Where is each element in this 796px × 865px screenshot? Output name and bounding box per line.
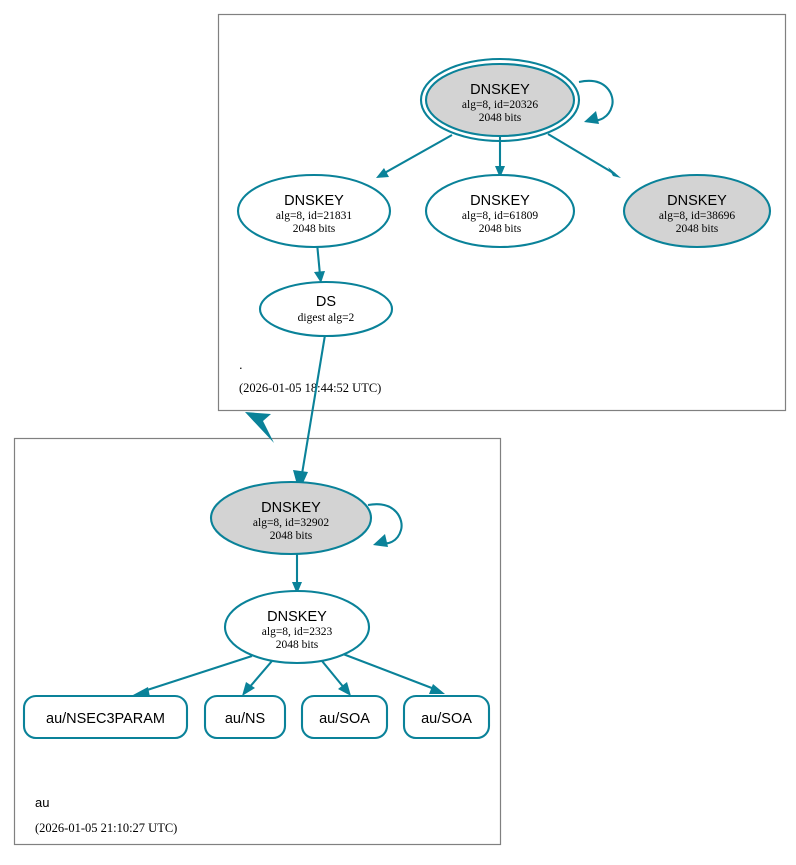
- arrowhead-root-ksk-self: [584, 111, 599, 124]
- node-title: DNSKEY: [470, 82, 530, 98]
- zone-label-au: au: [35, 795, 49, 810]
- edge-root-ksk-to-zsk-21831: [376, 134, 453, 178]
- node-subtitle-bits: 2048 bits: [676, 223, 719, 235]
- rrset-au-nsec3param[interactable]: au/NSEC3PARAM: [22, 694, 189, 740]
- node-subtitle-bits: 2048 bits: [479, 112, 522, 124]
- ksk-outer-ring: [419, 57, 581, 143]
- node-subtitle-bits: 2048 bits: [479, 223, 522, 235]
- edge-au-zsk-to-ns: [242, 660, 273, 696]
- node-au-zsk-2323[interactable]: DNSKEY alg=8, id=2323 2048 bits: [223, 589, 371, 665]
- edge-au-zsk-to-soa-2: [342, 653, 445, 694]
- zone-timestamp-root: (2026-01-05 18:44:52 UTC): [239, 381, 381, 395]
- arrowhead-zsk-61809: [495, 166, 505, 178]
- arrowhead-au-zsk: [292, 582, 302, 594]
- rrset-box: [402, 694, 491, 740]
- node-title: DNSKEY: [470, 193, 530, 209]
- node-subtitle-alg-id: alg=8, id=32902: [253, 517, 329, 529]
- node-subtitle-bits: 2048 bits: [276, 639, 319, 651]
- node-root-zsk-61809[interactable]: DNSKEY alg=8, id=61809 2048 bits: [424, 173, 576, 249]
- rrset-au-soa-2[interactable]: au/SOA: [402, 694, 491, 740]
- rrset-label: au/NSEC3PARAM: [46, 711, 165, 727]
- node-subtitle-alg-id: alg=8, id=2323: [262, 626, 333, 638]
- zsk-ellipse: [236, 173, 392, 249]
- edge-au-zsk-to-nsec3param: [133, 655, 253, 697]
- node-subtitle-bits: 2048 bits: [293, 223, 336, 235]
- node-title: DNSKEY: [267, 609, 327, 625]
- arrowhead-zsk-38696: [608, 167, 621, 178]
- node-title: DNSKEY: [667, 193, 727, 209]
- edge-root-ksk-self-sign: [578, 79, 614, 124]
- edge-root-ksk-to-zsk-61809: [495, 137, 505, 178]
- arrowhead-ds: [314, 271, 325, 283]
- rrset-au-soa-1[interactable]: au/SOA: [300, 694, 389, 740]
- edge-root-ksk-to-zsk-38696: [547, 133, 621, 178]
- node-subtitle-alg-id: alg=8, id=21831: [276, 210, 352, 222]
- node-root-zsk-21831[interactable]: DNSKEY alg=8, id=21831 2048 bits: [236, 173, 392, 249]
- ksk-inner-ellipse: [424, 62, 576, 138]
- node-root-ksk-20326[interactable]: DNSKEY alg=8, id=20326 2048 bits: [419, 57, 581, 143]
- arrowhead-au-ksk: [293, 470, 308, 492]
- ksk-ellipse: [209, 480, 373, 556]
- node-title: DS: [316, 294, 336, 310]
- arrowhead-soa-1: [338, 682, 351, 696]
- zsk-ellipse: [424, 173, 576, 249]
- edge-au-ksk-to-au-zsk: [292, 553, 302, 594]
- node-root-zsk-38696[interactable]: DNSKEY alg=8, id=38696 2048 bits: [622, 173, 772, 249]
- rrset-box: [22, 694, 189, 740]
- zsk-ellipse: [622, 173, 772, 249]
- arrowhead-soa-2: [429, 684, 445, 694]
- arrowhead-zsk-21831: [376, 168, 389, 178]
- rrset-box: [203, 694, 287, 740]
- node-subtitle-bits: 2048 bits: [270, 530, 313, 542]
- edge-au-zsk-to-soa-1: [321, 660, 351, 696]
- ds-ellipse: [258, 280, 394, 338]
- arrowhead-au-ksk-self: [373, 534, 388, 547]
- rrset-label: au/SOA: [319, 711, 370, 727]
- arrowhead-nsec3param: [133, 687, 150, 697]
- rrset-label: au/NS: [225, 711, 265, 727]
- node-subtitle-digest: digest alg=2: [298, 312, 355, 324]
- delegation-arrow-root-to-au: [245, 412, 274, 443]
- rrset-au-ns[interactable]: au/NS: [203, 694, 287, 740]
- zone-timestamp-au: (2026-01-05 21:10:27 UTC): [35, 821, 177, 835]
- rrset-box: [300, 694, 389, 740]
- edge-au-ksk-self-sign: [367, 503, 403, 547]
- edge-ds-to-au-ksk: [293, 334, 327, 492]
- node-title: DNSKEY: [261, 500, 321, 516]
- node-root-ds[interactable]: DS digest alg=2: [258, 280, 394, 338]
- zone-label-root: .: [239, 357, 243, 372]
- node-subtitle-alg-id: alg=8, id=61809: [462, 210, 538, 222]
- edge-zsk-21831-to-ds: [314, 242, 325, 283]
- arrowhead-ns: [242, 682, 255, 696]
- rrset-label: au/SOA: [421, 711, 472, 727]
- node-title: DNSKEY: [284, 193, 344, 209]
- node-au-ksk-32902[interactable]: DNSKEY alg=8, id=32902 2048 bits: [209, 480, 373, 556]
- node-subtitle-alg-id: alg=8, id=20326: [462, 99, 538, 111]
- zsk-ellipse: [223, 589, 371, 665]
- node-subtitle-alg-id: alg=8, id=38696: [659, 210, 735, 222]
